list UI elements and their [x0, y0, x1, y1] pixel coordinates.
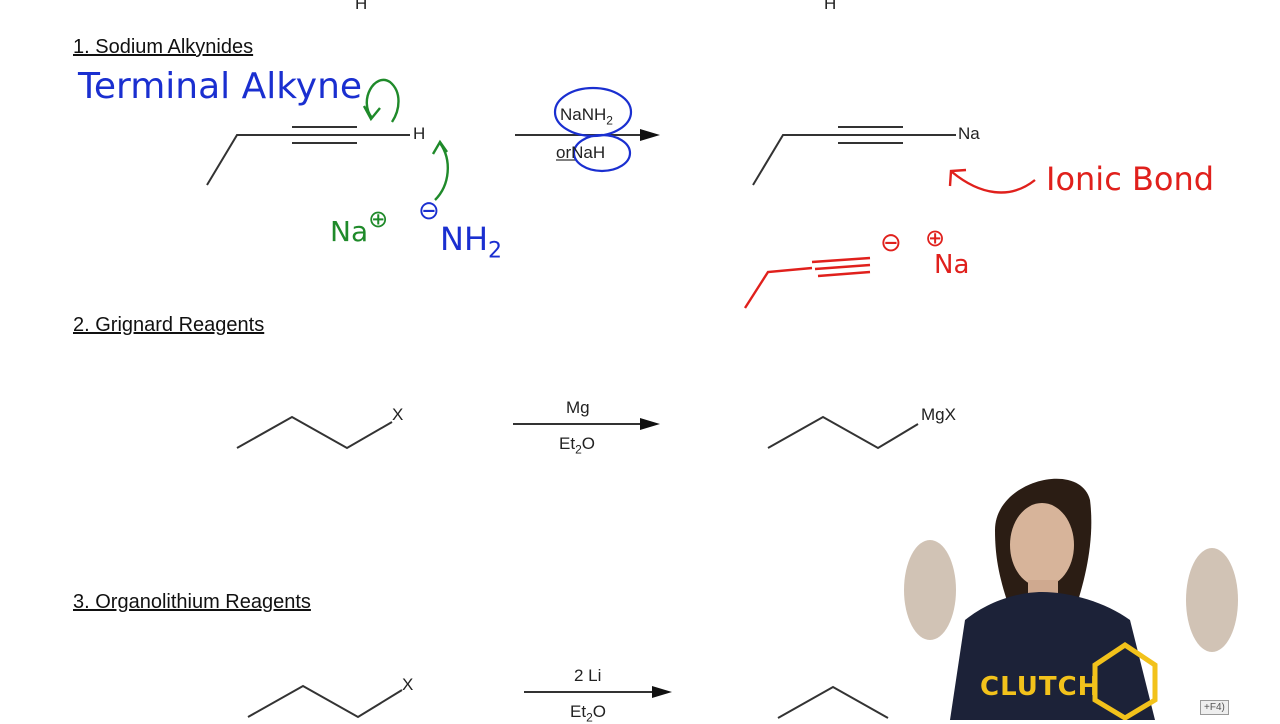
sodium-cation-note: Na⊕ [330, 205, 388, 248]
reagent-et2o-2: Et2O [559, 434, 595, 456]
minus-charge-blue: ⊖ [418, 196, 440, 226]
reagent-nah: orNaH [556, 143, 605, 163]
shortcut-hint: +F4) [1200, 700, 1229, 715]
plus-charge-red: ⊕ [925, 224, 946, 252]
reagent-or: or [556, 143, 572, 162]
reagent-2li: 2 Li [574, 666, 602, 685]
na-red-note: Na [934, 250, 970, 280]
o-text-2: O [581, 434, 595, 453]
et-subscript-3: 2 [586, 710, 593, 724]
reagent-et2o-3: Et2O [570, 702, 606, 724]
reactant-h-label: H [413, 124, 426, 143]
ionic-bond-arrow [951, 171, 1036, 194]
green-annotations [362, 78, 449, 201]
shirt-shape [950, 592, 1155, 720]
product-mgx-label: MgX [921, 405, 956, 424]
reagent-nanh2: NaNH2 [560, 105, 613, 127]
reaction-arrow-3 [524, 686, 672, 698]
product-na-label: Na [958, 124, 980, 143]
o-text-3: O [592, 702, 606, 721]
plus-charge-green: ⊕ [368, 205, 389, 233]
minus-charge-red: ⊖ [880, 228, 902, 258]
reagent-nanh2-text: NaNH [560, 105, 607, 124]
face-shape [1010, 503, 1074, 587]
na-plus-text: Na [330, 215, 369, 248]
shirt-hexagon [1092, 641, 1158, 720]
et-subscript-2: 2 [575, 442, 582, 457]
reactant-x-label-2: X [392, 405, 404, 424]
section-1-heading: 1. Sodium Alkynides [73, 36, 254, 58]
red-annotations [743, 168, 1036, 309]
organolithium-product-skeleton [777, 685, 889, 719]
nh-text: NH [440, 220, 488, 258]
top-fragment-h-left: H [355, 0, 368, 13]
section-2-heading: 2. Grignard Reagents [73, 314, 265, 336]
alkyl-halide-skeleton-3 [247, 684, 403, 719]
et-text-3: Et [570, 702, 587, 721]
terminal-alkyne-note: Terminal Alkyne [78, 66, 363, 107]
red-alkynide-sketch [743, 266, 813, 309]
alkyl-halide-skeleton-2 [236, 415, 393, 450]
ionic-bond-note: Ionic Bond [1046, 160, 1215, 198]
section-3-heading: 3. Organolithium Reagents [73, 591, 311, 613]
et-text-2: Et [559, 434, 576, 453]
nah-circle [572, 133, 632, 173]
reagent-mg: Mg [566, 398, 590, 417]
curved-arrow-bond [365, 78, 400, 123]
reactant-x-label-3: X [402, 675, 414, 694]
right-hand-shape [1186, 548, 1238, 652]
left-hand-shape [904, 540, 956, 640]
alkynide-product-skeleton [752, 126, 956, 186]
nh2-subscript: 2 [488, 238, 502, 264]
reagent-nanh2-subscript: 2 [606, 113, 613, 128]
grignard-product-skeleton [767, 415, 919, 450]
presenter-video [904, 478, 1238, 720]
blue-annotations [553, 86, 633, 173]
shirt-logo-text: CLUTCH [980, 672, 1101, 702]
top-fragment-h-right: H [824, 0, 837, 13]
alkyne-reactant-skeleton [206, 126, 410, 186]
reaction-arrow-2 [513, 418, 660, 430]
reagent-nah-text: NaH [571, 143, 606, 162]
amide-anion-note: NH2 [440, 220, 502, 263]
